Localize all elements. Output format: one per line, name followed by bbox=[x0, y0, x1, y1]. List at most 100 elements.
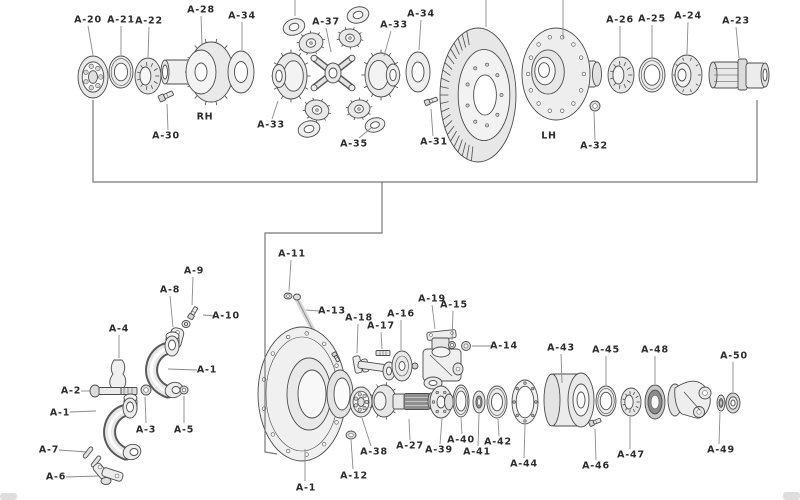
part-label-a-5: A-5 bbox=[174, 425, 194, 436]
part-label-a-16: A-16 bbox=[387, 309, 415, 320]
plug-a11 bbox=[283, 292, 293, 300]
part-label-a-38: A-38 bbox=[360, 447, 388, 458]
part-label-a-18: A-18 bbox=[345, 313, 373, 324]
part-label-a-12-leader bbox=[350, 439, 354, 470]
collar-a42 bbox=[486, 385, 508, 419]
hub-drum-a43 bbox=[543, 372, 595, 428]
part-label-a-13-leader bbox=[305, 309, 320, 312]
stud-housing bbox=[331, 351, 340, 363]
part-label-a-11: A-11 bbox=[278, 249, 306, 260]
part-label-a-39: A-39 bbox=[425, 445, 453, 456]
nut-a3 bbox=[140, 384, 152, 396]
ring-a40 bbox=[452, 384, 470, 418]
part-label-a-31: A-31 bbox=[420, 137, 448, 148]
part-label-lh: LH bbox=[541, 131, 557, 142]
part-label-a-33-2: A-33 bbox=[257, 120, 285, 131]
knuckle-upper-a1 bbox=[145, 331, 184, 399]
part-label-a-43-leader bbox=[560, 353, 563, 384]
flange-hub-a39 bbox=[429, 385, 454, 419]
taper-bearing-a22 bbox=[134, 57, 162, 95]
part-label-a-1-2: A-1 bbox=[50, 408, 70, 419]
hub-gear-a28 bbox=[160, 38, 237, 106]
part-label-a-26: A-26 bbox=[606, 15, 634, 26]
part-label-a-22: A-22 bbox=[135, 16, 163, 27]
part-label-a-46: A-46 bbox=[582, 461, 610, 472]
part-label-a-32: A-32 bbox=[580, 141, 608, 152]
part-label-a-17-leader bbox=[380, 331, 383, 350]
part-label-a-31-leader bbox=[430, 108, 434, 137]
part-label-a-3-leader bbox=[144, 396, 147, 424]
pinion-gear-a35-1 bbox=[296, 30, 326, 56]
pinion-gear-a35-4 bbox=[345, 97, 373, 121]
part-label-a-24-leader bbox=[686, 21, 689, 55]
shift-fork-a18 bbox=[352, 355, 396, 381]
part-label-a-1: A-1 bbox=[197, 365, 217, 376]
nut-a50 bbox=[725, 392, 741, 414]
nut-a15 bbox=[448, 341, 456, 349]
nut-a14 bbox=[461, 341, 471, 351]
part-label-a-46-leader bbox=[594, 428, 597, 461]
part-label-a-13: A-13 bbox=[318, 306, 346, 317]
spline-shaft-a23 bbox=[708, 58, 770, 91]
spider-cross-a37 bbox=[310, 54, 356, 92]
part-label-a-8-leader bbox=[169, 295, 174, 328]
part-label-a-38-leader bbox=[361, 417, 372, 447]
part-label-a-9-leader bbox=[191, 276, 194, 306]
side-gear-a33-right bbox=[361, 49, 401, 101]
bolt-a31 bbox=[423, 96, 438, 106]
flange-yoke bbox=[667, 380, 712, 419]
part-label-a-47: A-47 bbox=[617, 450, 645, 461]
part-label-a-42-leader bbox=[497, 418, 500, 437]
pin-a7 bbox=[82, 446, 102, 468]
cover-disc-a16 bbox=[391, 350, 419, 382]
part-label-a-44-leader bbox=[523, 424, 526, 459]
part-label-a-24: A-24 bbox=[674, 11, 702, 22]
bolt-a46 bbox=[588, 417, 602, 427]
part-label-a-10: A-10 bbox=[212, 311, 240, 322]
bolt-a30 bbox=[157, 90, 174, 103]
taper-bearing-a26 bbox=[607, 56, 635, 94]
part-label-a-43: A-43 bbox=[547, 343, 575, 354]
part-label-a-1-2-leader bbox=[69, 410, 97, 413]
washer-a49 bbox=[716, 394, 726, 412]
pinion-shaft-a27 bbox=[369, 382, 435, 420]
part-label-a-37-leader bbox=[325, 27, 332, 53]
washer-a41 bbox=[472, 390, 486, 414]
part-label-a-45: A-45 bbox=[592, 345, 620, 356]
pinion-gear-a35-3 bbox=[302, 97, 332, 123]
washer-a34-right bbox=[405, 51, 431, 93]
part-label-a-33-leader bbox=[383, 30, 392, 57]
washer-a9 bbox=[181, 320, 191, 328]
part-label-a-30-leader bbox=[166, 103, 169, 131]
part-label-a-41: A-41 bbox=[463, 447, 491, 458]
nut-a5 bbox=[179, 385, 189, 395]
part-label-a-35: A-35 bbox=[340, 139, 368, 150]
ring-a45 bbox=[595, 385, 617, 417]
part-label-a-33-2-leader bbox=[271, 100, 279, 120]
part-label-a-22-leader bbox=[147, 26, 150, 58]
part-label-a-34-2: A-34 bbox=[407, 9, 435, 20]
thrust-washer-2 bbox=[346, 6, 370, 24]
part-label-a-7-leader bbox=[58, 449, 88, 453]
part-label-a-7: A-7 bbox=[39, 445, 59, 456]
part-label-a-2: A-2 bbox=[61, 386, 81, 397]
ring-gear bbox=[439, 27, 517, 163]
washer-a34-left bbox=[227, 50, 255, 94]
part-label-a-12: A-12 bbox=[340, 471, 368, 482]
cylinder-body-a19 bbox=[422, 329, 464, 390]
nut-a32 bbox=[589, 100, 601, 112]
part-label-a-48: A-48 bbox=[641, 345, 669, 356]
part-label-a-28-leader bbox=[200, 15, 203, 45]
knuckle-lower-a1 bbox=[103, 393, 142, 461]
part-label-a-49: A-49 bbox=[707, 445, 735, 456]
part-label-a-15: A-15 bbox=[440, 300, 468, 311]
assembly-connector-2 bbox=[264, 182, 383, 455]
part-label-a-20: A-20 bbox=[74, 15, 102, 26]
part-label-a-33: A-33 bbox=[380, 20, 408, 31]
part-label-a-14: A-14 bbox=[490, 341, 518, 352]
thrust-washer-3 bbox=[297, 120, 321, 138]
bolt-a2 bbox=[89, 384, 138, 398]
part-label-a-27-leader bbox=[408, 418, 411, 441]
